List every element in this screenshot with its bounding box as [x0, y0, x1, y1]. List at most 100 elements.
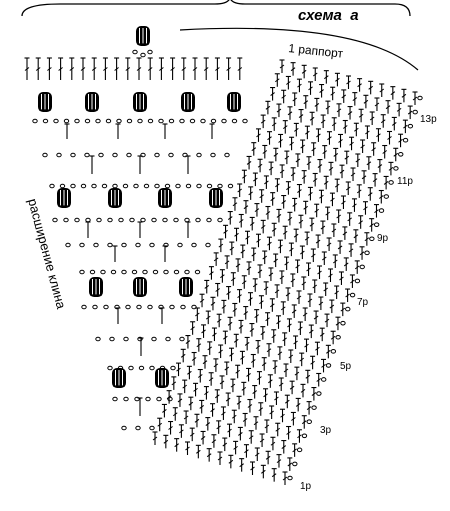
- double-crochet-stitch-icon: [336, 209, 342, 223]
- chain-stitch-icon: [292, 461, 298, 467]
- double-crochet-stitch-icon: [271, 222, 277, 237]
- double-crochet-stitch-icon: [299, 352, 305, 367]
- double-crochet-stitch-icon: [186, 365, 192, 380]
- double-crochet-stitch-icon: [276, 103, 282, 118]
- chain-stitch-icon: [151, 336, 157, 342]
- double-crochet-stitch-icon: [350, 167, 356, 181]
- double-crochet-stitch-icon: [358, 108, 364, 123]
- chain-stitch-icon: [167, 396, 173, 402]
- chain-stitch-icon: [53, 118, 59, 124]
- double-crochet-stitch-icon: [304, 125, 310, 140]
- double-crochet-stitch-icon: [304, 231, 310, 246]
- double-crochet-stitch-icon: [367, 187, 373, 201]
- chain-stitch-icon: [95, 118, 101, 124]
- double-crochet-stitch-icon: [288, 242, 294, 257]
- double-crochet-stitch-icon: [396, 102, 402, 117]
- chain-stitch-icon: [194, 269, 201, 275]
- row-label-3: 3р: [320, 425, 332, 436]
- row-label-5: 5р: [340, 361, 352, 372]
- chain-stitch-icon: [117, 365, 124, 371]
- double-crochet-stitch-icon: [321, 358, 327, 373]
- chain-stitch-icon: [93, 242, 99, 248]
- chain-stitch-icon: [196, 152, 202, 158]
- double-crochet-stitch-icon: [375, 128, 381, 142]
- double-crochet-stitch-icon: [254, 447, 260, 461]
- double-crochet-stitch-icon: [170, 57, 176, 80]
- double-crochet-stitch-icon: [251, 247, 257, 262]
- double-crochet-stitch-icon: [317, 265, 323, 279]
- chain-stitch-icon: [151, 217, 157, 223]
- double-crochet-stitch-icon: [296, 78, 302, 93]
- double-crochet-stitch-icon: [266, 343, 272, 357]
- double-crochet-stitch-icon: [312, 279, 318, 293]
- chain-stitch-icon: [136, 304, 142, 310]
- chain-stitch-icon: [227, 183, 234, 189]
- double-crochet-stitch-icon: [301, 170, 307, 184]
- bobble-stitch-icon: [89, 277, 103, 297]
- double-crochet-stitch-icon: [303, 200, 309, 215]
- double-crochet-stitch-icon: [373, 204, 379, 218]
- chain-stitch-icon: [84, 152, 90, 158]
- double-crochet-stitch-icon: [190, 321, 196, 335]
- double-crochet-stitch-icon: [314, 341, 320, 356]
- double-crochet-stitch-icon: [323, 175, 329, 190]
- double-crochet-stitch-icon: [239, 458, 245, 472]
- double-crochet-stitch-icon: [352, 92, 358, 106]
- double-crochet-stitch-icon: [311, 142, 317, 156]
- chain-stitch-icon: [407, 123, 414, 129]
- double-crochet-stitch-icon: [250, 461, 255, 475]
- chain-stitch-icon: [162, 217, 168, 223]
- double-crochet-stitch-icon: [225, 392, 231, 407]
- chain-stitch-icon: [109, 336, 115, 342]
- double-crochet-stitch-icon: [342, 119, 348, 134]
- double-crochet-stitch-icon: [227, 423, 233, 438]
- double-crochet-stitch-icon: [374, 97, 380, 111]
- double-crochet-stitch-icon: [238, 213, 244, 228]
- double-crochet-stitch-icon: [234, 227, 240, 242]
- double-crochet-stitch-icon: [291, 304, 297, 318]
- chain-stitch-icon: [143, 183, 150, 189]
- double-crochet-stitch-icon: [388, 161, 394, 176]
- double-crochet-stitch-icon: [249, 323, 255, 337]
- double-crochet-stitch-icon: [309, 217, 315, 232]
- double-crochet-stitch-icon: [343, 257, 349, 271]
- double-crochet-stitch-icon: [24, 57, 30, 80]
- single-crochet-stitch-icon: [162, 245, 168, 262]
- double-crochet-stitch-icon: [242, 412, 248, 427]
- double-crochet-stitch-icon: [202, 355, 208, 369]
- double-crochet-stitch-icon: [324, 313, 330, 328]
- double-crochet-stitch-icon: [325, 100, 331, 115]
- chain-stitch-icon: [138, 365, 145, 371]
- double-crochet-stitch-icon: [263, 281, 269, 295]
- double-crochet-stitch-icon: [334, 72, 340, 87]
- double-crochet-stitch-icon: [201, 324, 207, 338]
- single-crochet-stitch-icon: [137, 397, 143, 416]
- chain-stitch-icon: [79, 269, 85, 275]
- double-crochet-stitch-icon: [345, 181, 351, 195]
- double-crochet-stitch-icon: [237, 426, 243, 441]
- double-crochet-stitch-icon: [250, 353, 256, 368]
- single-crochet-stitch-icon: [85, 221, 91, 238]
- chain-stitch-icon: [149, 365, 155, 371]
- chain-stitch-icon: [398, 151, 404, 157]
- chain-stitch-icon: [147, 304, 153, 310]
- chain-stitch-icon: [95, 336, 101, 342]
- double-crochet-stitch-icon: [325, 206, 331, 221]
- chain-stitch-icon: [164, 183, 171, 189]
- wedge-section: [24, 26, 248, 431]
- double-crochet-stitch-icon: [157, 417, 163, 432]
- double-crochet-stitch-icon: [229, 241, 235, 256]
- double-crochet-stitch-icon: [281, 195, 287, 209]
- double-crochet-stitch-icon: [232, 197, 238, 211]
- double-crochet-stitch-icon: [319, 83, 325, 98]
- chain-stitch-icon: [152, 269, 159, 275]
- double-crochet-stitch-icon: [158, 57, 164, 80]
- double-crochet-stitch-icon: [171, 376, 177, 390]
- chain-stitch-icon: [383, 194, 389, 199]
- chain-stitch-icon: [224, 152, 230, 158]
- chain-stitch-icon: [163, 242, 169, 248]
- chain-stitch-icon: [296, 447, 303, 453]
- chain-stitch-icon: [74, 217, 80, 223]
- repeat-brace: [21, 0, 411, 17]
- double-crochet-stitch-icon: [289, 380, 295, 395]
